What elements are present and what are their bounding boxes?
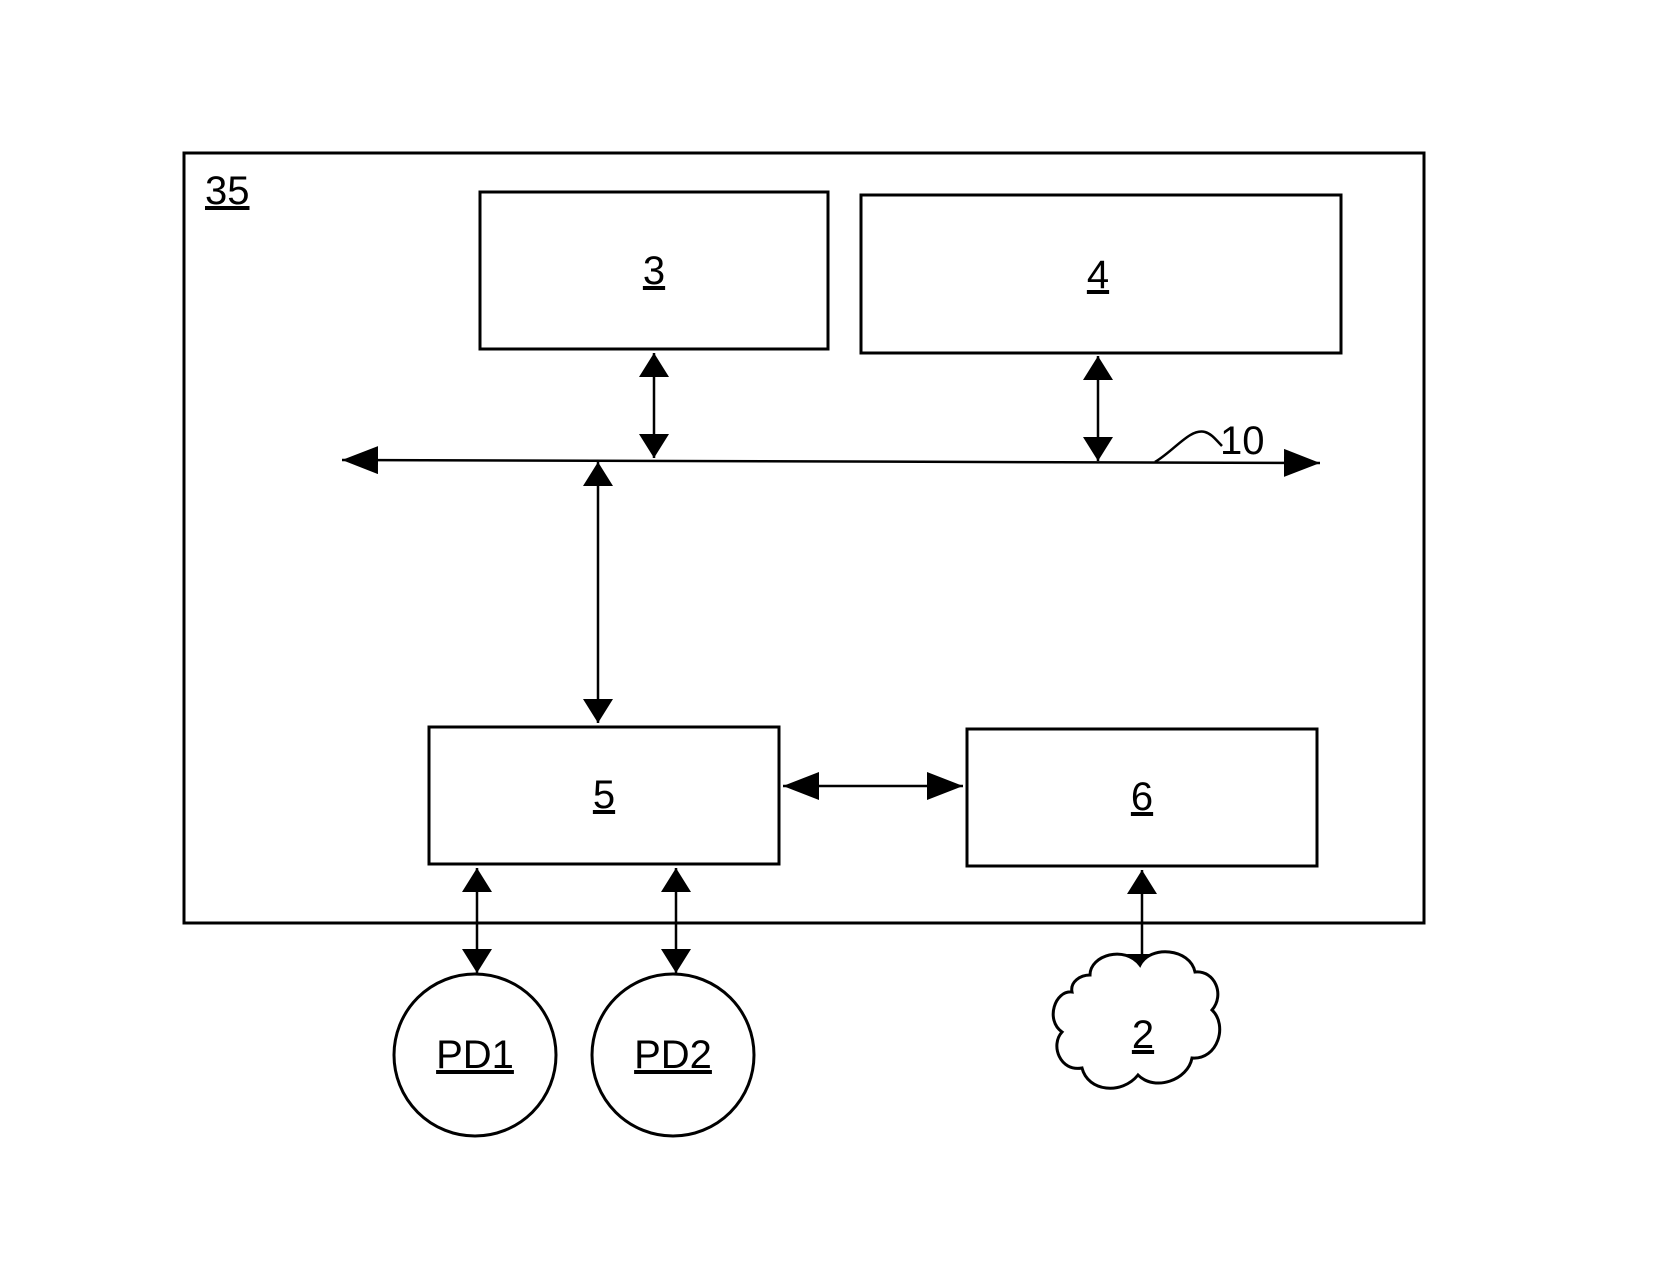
pd1-label: PD1 [436,1033,514,1077]
box-4-label: 4 [1087,253,1109,297]
cloud-label: 2 [1132,1013,1154,1057]
box-3-label: 3 [643,249,665,293]
pd2-label: PD2 [634,1033,712,1077]
outer-box-label: 35 [205,169,250,213]
box-5-label: 5 [593,773,615,817]
bus-label: 10 [1220,419,1265,463]
box-6-label: 6 [1131,775,1153,819]
